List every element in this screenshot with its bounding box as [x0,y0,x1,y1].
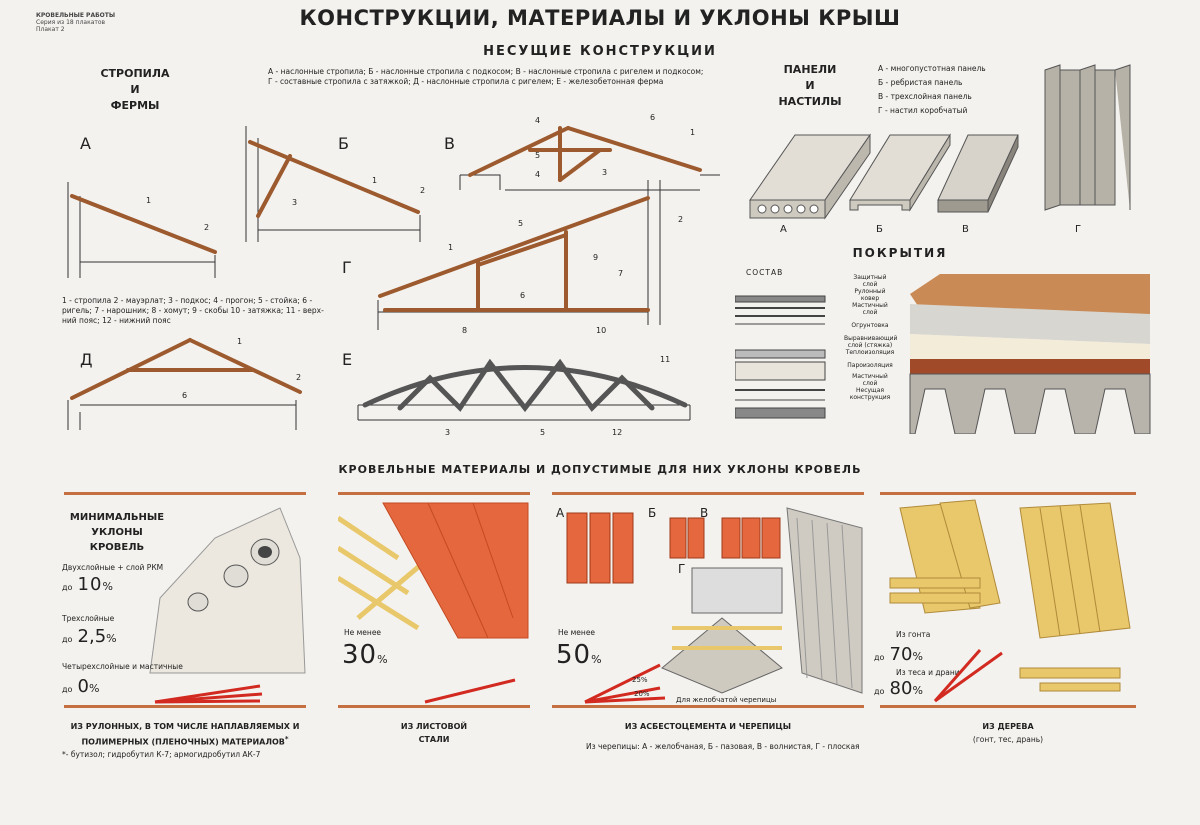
panel4-caption: ИЗ ДЕРЕВА (гонт, тес, дрань) [972,722,1044,744]
svg-text:6: 6 [182,391,187,400]
bottom-bar-2 [338,705,530,708]
wood-value-1: до 70% [874,644,923,665]
steel-illustration [338,502,529,639]
rafters-title: СТРОПИЛА И ФЕРМЫ [100,67,170,112]
bottom-bar-1 [64,705,306,708]
panel-label-a: А [780,224,787,235]
letter-v: В [444,134,455,153]
bearing-heading: НЕСУЩИЕ КОНСТРУКЦИИ [483,44,717,59]
panel-label-v: В [962,224,969,235]
svg-text:5: 5 [535,151,540,160]
composition-label: СОСТАВ [746,268,784,277]
panel3-caption: ИЗ АСБЕСТОЦЕМЕНТА И ЧЕРЕПИЦЫ [624,722,792,731]
tile-not-less: Не менее [558,628,596,637]
panel2-caption: ИЗ ЛИСТОВОЙ СТАЛИ [400,722,468,744]
roof-cutaway [909,274,1151,434]
svg-text:3: 3 [445,428,450,437]
slope-lines-4 [933,649,1003,703]
wood-value-2: до 80% [874,678,923,699]
panel-label-b: Б [876,224,883,235]
letter-d: Д [80,350,93,369]
svg-text:10: 10 [596,326,606,335]
svg-text:2: 2 [296,373,301,382]
materials-heading: КРОВЕЛЬНЫЕ МАТЕРИАЛЫ И ДОПУСТИМЫЕ ДЛЯ НИ… [338,463,862,476]
svg-text:1: 1 [448,243,453,252]
panel3-note: Из черепицы: А - желобчаная, Б - пазовая… [586,742,860,751]
wood-shingle: Из гонта [896,630,931,639]
row3-label: Четырехслойные и мастичные [62,662,183,671]
letter-b: Б [338,134,349,153]
steel-not-less: Не менее [344,628,382,637]
svg-text:6: 6 [650,113,655,122]
svg-text:1: 1 [237,337,242,346]
svg-text:8: 8 [462,326,467,335]
wood-illustration [889,499,1131,692]
row1-label: Двухслойные + слой РКМ [62,563,164,572]
layer-stack [735,295,826,419]
row1-value: до 10% [62,574,113,595]
svg-text:4: 4 [535,170,540,179]
row2-label: Трехслойные [62,614,115,623]
svg-text:1: 1 [690,128,695,137]
slope-lines-3 [584,663,666,704]
row3-value: до 0% [62,676,100,697]
row2-value: до 2,5% [62,626,117,647]
letter-a: А [80,134,91,153]
tile-note: Для желобчатой черепицы [676,696,777,704]
slope-lines-2 [424,678,516,704]
svg-text:3: 3 [602,168,607,177]
series-info: КРОВЕЛЬНЫЕ РАБОТЫ Серия из 18 плакатов П… [36,12,116,33]
svg-text:7: 7 [618,269,623,278]
steel-value: 30% [342,640,388,670]
letter-g: Г [342,258,352,277]
svg-text:11: 11 [660,355,670,364]
panel-illustrations: А Б В Г [749,64,1131,235]
bottom-bar-4 [880,705,1136,708]
panel1-caption: ИЗ РУЛОННЫХ, В ТОМ ЧИСЛЕ НАПЛАВЛЯЕМЫХ И … [70,722,300,747]
bottom-bar-3 [552,705,864,708]
panels-title: ПАНЕЛИ И НАСТИЛЫ [778,63,842,108]
top-bar-3 [552,492,864,495]
top-bar-2 [338,492,530,495]
svg-text:9: 9 [593,253,598,262]
panel1-footnote: *- бутизол; гидробутил К-7; армогидробут… [62,750,261,759]
min-slopes-title: МИНИМАЛЬНЫЕ УКЛОНЫ КРОВЕЛЬ [69,512,165,553]
panels-legend: А - многопустотная панель Б - ребристая … [878,64,986,115]
letter-e: Е [342,350,353,369]
wood-boards: Из теса и драни [896,668,960,677]
layer-labels: Защитный слой Рулонный ковер Мастичный с… [844,274,898,401]
coverings-heading: ПОКРЫТИЯ [852,246,948,260]
parts-legend: 1 - стропила 2 - мауэрлат; 3 - подкос; 4… [62,296,324,325]
svg-text:1: 1 [146,196,151,205]
top-bar-4 [880,492,1136,495]
tiles-illustration [566,507,863,694]
svg-text:2: 2 [204,223,209,232]
svg-text:2: 2 [420,186,425,195]
svg-text:12: 12 [612,428,622,437]
bearing-legend: А - наслонные стропила; Б - наслонные ст… [268,67,704,86]
svg-text:2: 2 [678,215,683,224]
svg-text:5: 5 [540,428,545,437]
rolls-illustration [149,507,306,674]
top-bar-1 [64,492,306,495]
svg-text:4: 4 [535,116,540,125]
tile-value: 50% [556,640,602,670]
svg-text:1: 1 [372,176,377,185]
panel-label-g: Г [1075,224,1081,235]
page-title: КОНСТРУКЦИИ, МАТЕРИАЛЫ И УКЛОНЫ КРЫШ [299,6,901,30]
slope-lines-1 [154,684,263,704]
svg-text:5: 5 [518,219,523,228]
svg-text:6: 6 [520,291,525,300]
svg-text:3: 3 [292,198,297,207]
